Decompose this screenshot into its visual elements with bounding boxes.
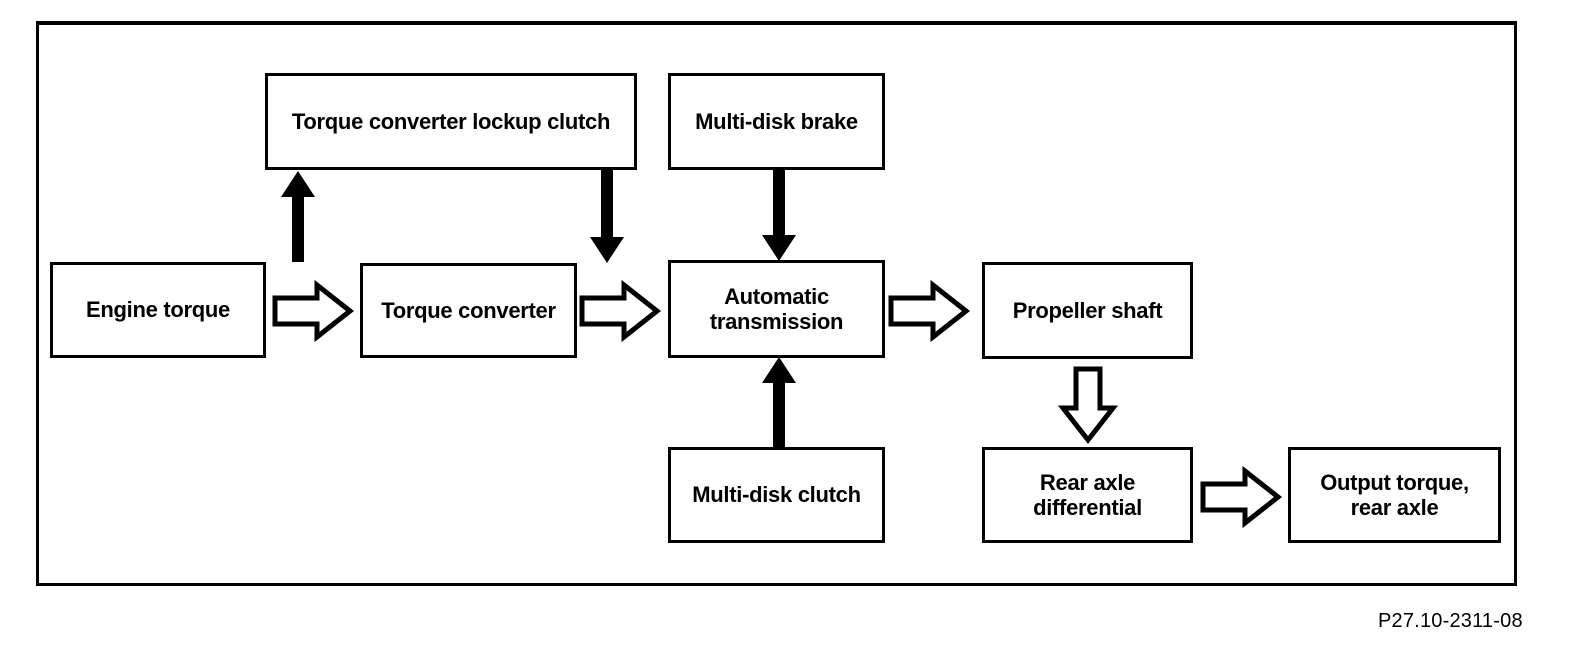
box-label: Multi-disk clutch bbox=[692, 482, 861, 508]
box-label-line2: differential bbox=[1033, 495, 1142, 520]
box-label: Engine torque bbox=[86, 297, 230, 323]
box-label: Multi-disk brake bbox=[695, 108, 858, 134]
box-engine-torque: Engine torque bbox=[50, 262, 266, 358]
box-automatic-transmission: Automatic transmission bbox=[668, 260, 885, 358]
engagement-arrow-up-icon bbox=[281, 171, 315, 262]
box-label: Propeller shaft bbox=[1012, 297, 1163, 323]
engagement-arrow-up-icon bbox=[762, 357, 796, 448]
box-output-torque-rear-axle: Output torque, rear axle bbox=[1288, 447, 1501, 543]
box-label-line1: Output torque, bbox=[1320, 469, 1469, 495]
flow-arrow-right-icon bbox=[579, 279, 662, 343]
flow-arrow-down-icon bbox=[1057, 366, 1119, 445]
flow-arrow-right-icon bbox=[1200, 465, 1283, 529]
box-label-line2: rear axle bbox=[1350, 495, 1439, 520]
box-torque-converter: Torque converter bbox=[360, 263, 577, 358]
engagement-arrow-down-icon bbox=[762, 170, 796, 261]
figure-number: P27.10-2311-08 bbox=[1378, 610, 1523, 632]
box-label: Torque converter bbox=[381, 297, 556, 323]
box-propeller-shaft: Propeller shaft bbox=[982, 262, 1193, 359]
flow-arrow-right-icon bbox=[272, 279, 355, 343]
flow-arrow-right-icon bbox=[888, 279, 971, 343]
engagement-arrow-down-icon bbox=[590, 170, 624, 263]
box-multi-disk-clutch: Multi-disk clutch bbox=[668, 447, 885, 543]
box-label: Torque converter lockup clutch bbox=[291, 108, 611, 134]
box-label-line1: Automatic bbox=[724, 283, 829, 309]
box-multi-disk-brake: Multi-disk brake bbox=[668, 73, 885, 170]
box-label-line1: Rear axle bbox=[1039, 469, 1136, 495]
box-torque-converter-lockup-clutch: Torque converter lockup clutch bbox=[265, 73, 637, 170]
box-label-line2: transmission bbox=[709, 309, 844, 334]
box-rear-axle-differential: Rear axle differential bbox=[982, 447, 1193, 543]
